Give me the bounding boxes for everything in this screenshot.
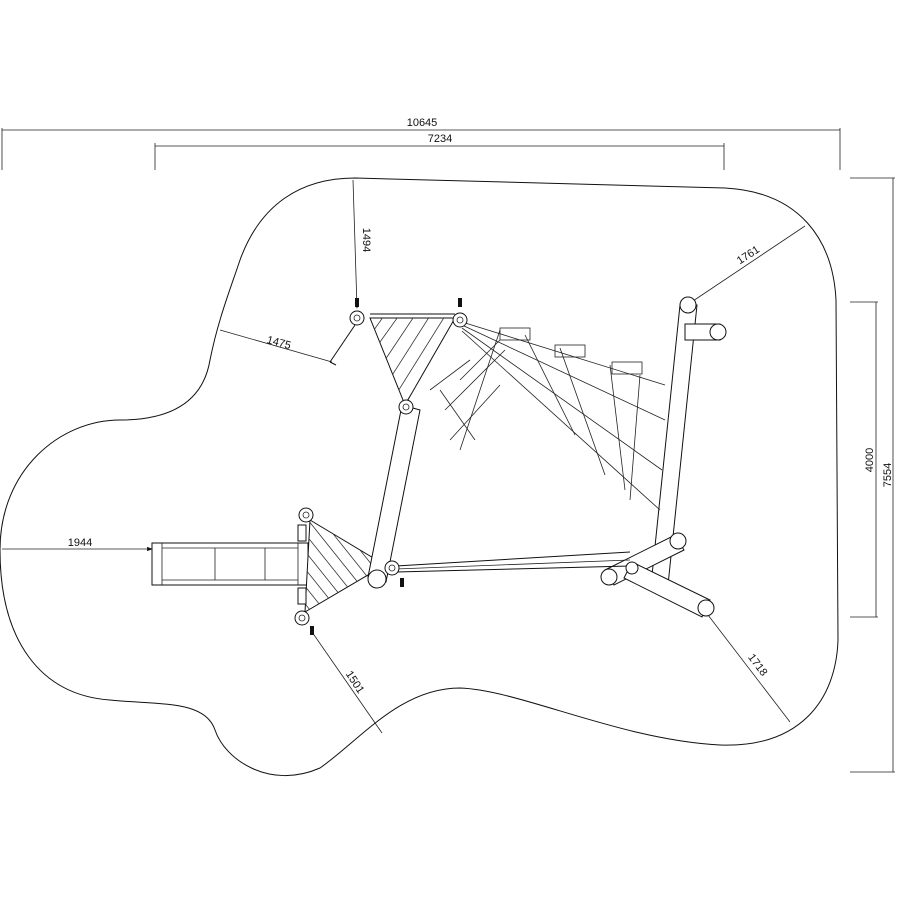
dimension-inner-height: 4000	[850, 301, 878, 618]
dimension-label-1944: 1944	[68, 537, 92, 549]
safety-zone-outline	[0, 177, 839, 777]
bolt-joints	[294, 298, 639, 635]
climbing-net	[429, 321, 666, 511]
dimension-zone-bottom-right: 1718	[707, 614, 791, 723]
dimension-label-4000: 4000	[864, 448, 876, 472]
slide	[151, 542, 309, 586]
cross-logs	[600, 532, 715, 618]
dimension-inner-width: 7234	[154, 133, 725, 170]
dimension-overall-height: 7554	[850, 177, 895, 773]
dimension-zone-top: 1494	[352, 179, 372, 309]
dimension-label-1501: 1501	[343, 669, 366, 696]
diagonal-beam	[367, 404, 421, 589]
dimension-zone-left: 1944	[2, 537, 153, 552]
dimension-label-7554: 7554	[882, 463, 894, 487]
dimension-zone-upper-left: 1475	[219, 329, 333, 363]
dimension-label-1494: 1494	[360, 228, 372, 252]
dimension-label-10645: 10645	[407, 117, 438, 129]
rope-bridge	[395, 551, 631, 573]
dimension-label-7234: 7234	[428, 133, 452, 145]
dimension-overall-width: 10645	[1, 117, 841, 170]
dimension-zone-bottom-left: 1501	[311, 631, 383, 734]
dimension-label-1475: 1475	[265, 334, 292, 352]
dimension-label-1718: 1718	[745, 652, 769, 679]
right-short-log	[684, 323, 727, 341]
dimension-zone-upper-right: 1761	[689, 225, 806, 304]
